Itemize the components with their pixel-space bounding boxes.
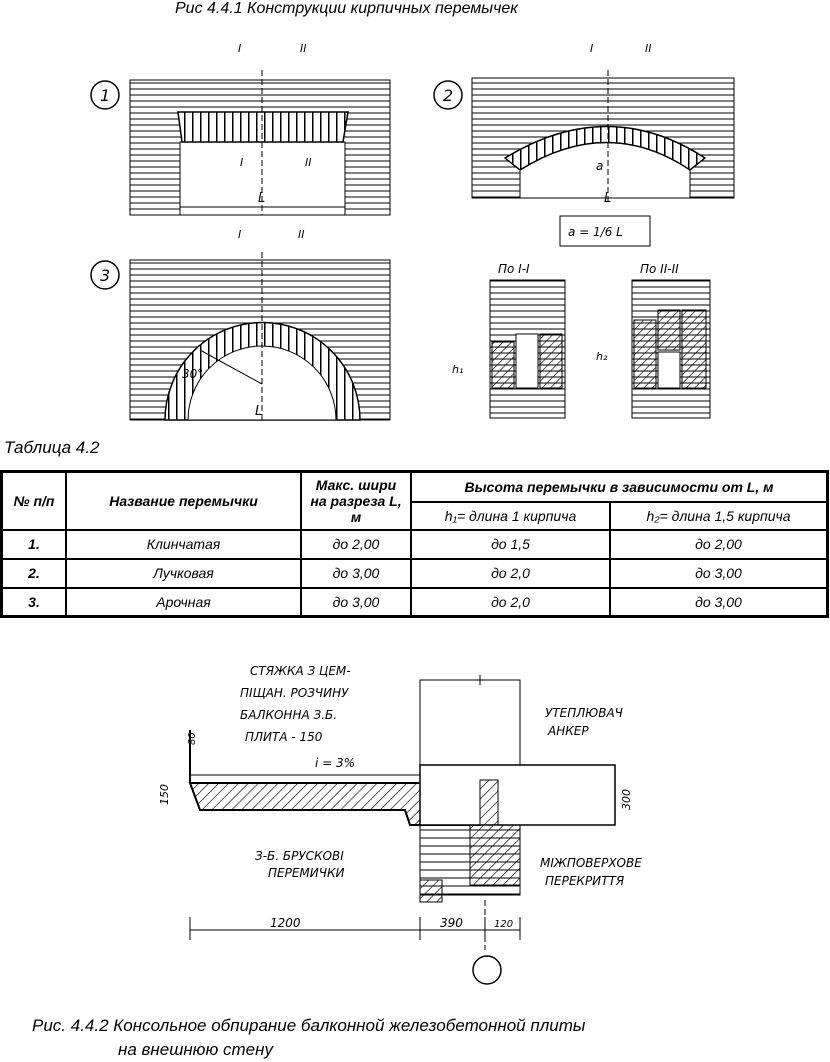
svg-text:I: I [240, 156, 243, 169]
figure-caption-441: Рис 4.4.1 Конструкции кирпичных перемыче… [175, 0, 518, 17]
header-h1: h₁= длина 1 кирпича [409, 500, 612, 531]
svg-text:ПЛИТА - 150: ПЛИТА - 150 [245, 730, 323, 744]
svg-text:ПЕРЕМИЧКИ: ПЕРЕМИЧКИ [268, 866, 345, 880]
svg-text:II: II [645, 42, 652, 55]
header-name: Название перемычки [65, 470, 302, 531]
lintel-drawings: 1 L I II I II 2 a L I II a = 1/6 L 3 30° [90, 42, 735, 421]
svg-text:30°: 30° [182, 367, 203, 381]
drawing-1: 1 L I II I II [90, 42, 391, 216]
svg-text:УТЕПЛЮВАЧ: УТЕПЛЮВАЧ [545, 706, 623, 720]
svg-text:СТЯЖКА З ЦЕМ-: СТЯЖКА З ЦЕМ- [250, 664, 351, 678]
header-num: № п/п [0, 470, 67, 531]
svg-text:2: 2 [443, 86, 453, 105]
section-1: По I-I h₁ [452, 262, 566, 419]
balcony-slab-drawing: 1200 390 120 150 300 80 СТЯЖКА З ЦЕМ- ПІ… [158, 664, 642, 985]
svg-text:L: L [604, 191, 611, 206]
svg-text:120: 120 [494, 919, 513, 930]
drawing-2: 2 a L I II a = 1/6 L [433, 42, 735, 247]
figure-caption-442-line1: Рис. 4.4.2 Консольное обпирание балконно… [32, 1016, 586, 1035]
table-title: Таблица 4.2 [4, 438, 100, 457]
svg-text:h₁: h₁ [452, 363, 463, 376]
svg-text:I: I [590, 42, 593, 55]
svg-text:АНКЕР: АНКЕР [547, 724, 589, 738]
table-row: 2. Лучковая до 3,00 до 2,0 до 3,00 [0, 557, 829, 589]
svg-text:I: I [238, 42, 241, 55]
svg-text:По II-II: По II-II [640, 262, 679, 276]
svg-text:i = 3%: i = 3% [315, 756, 355, 770]
header-h2: h₂= длина 1,5 кирпича [609, 500, 829, 531]
svg-text:II: II [298, 228, 305, 241]
svg-text:II: II [305, 156, 312, 169]
header-max-width: Макс. шири на разреза L, м [300, 470, 412, 531]
svg-text:По I-I: По I-I [498, 262, 530, 276]
svg-text:МІЖПОВЕРХОВЕ: МІЖПОВЕРХОВЕ [540, 856, 642, 870]
header-height-group: Высота перемычки в зависимости от L, м [410, 470, 829, 503]
svg-text:3: 3 [100, 266, 110, 285]
svg-text:h₂: h₂ [596, 350, 608, 363]
svg-text:a: a [596, 159, 603, 173]
section-2: По II-II h₂ [596, 262, 711, 419]
svg-text:I: I [238, 228, 241, 241]
svg-text:300: 300 [620, 789, 633, 810]
svg-text:80: 80 [187, 732, 198, 745]
svg-text:БАЛКОННА З.Б.: БАЛКОННА З.Б. [240, 708, 337, 722]
table-row: 3. Арочная до 3,00 до 2,0 до 3,00 [0, 586, 829, 618]
svg-text:1200: 1200 [270, 916, 301, 930]
figure-caption-442-line2: на внешнюю стену [118, 1040, 273, 1059]
svg-text:З-Б. БРУСКОВІ: З-Б. БРУСКОВІ [255, 849, 344, 863]
table-row: 1. Клинчатая до 2,00 до 1,5 до 2,00 [0, 528, 829, 560]
drawing-3: 3 30° L I II [90, 228, 391, 421]
num-1: 1 [100, 86, 110, 105]
svg-text:390: 390 [440, 916, 463, 930]
svg-text:L: L [255, 404, 262, 419]
svg-text:ПІЩАН. РОЗЧИНУ: ПІЩАН. РОЗЧИНУ [240, 686, 349, 700]
svg-text:150: 150 [158, 784, 171, 805]
svg-text:L: L [258, 191, 265, 206]
table-4-2: № п/п Название перемычки Макс. шири на р… [0, 470, 829, 618]
svg-text:II: II [300, 42, 307, 55]
formula: a = 1/6 L [568, 225, 623, 239]
svg-text:ПЕРЕКРИТТЯ: ПЕРЕКРИТТЯ [545, 874, 625, 888]
